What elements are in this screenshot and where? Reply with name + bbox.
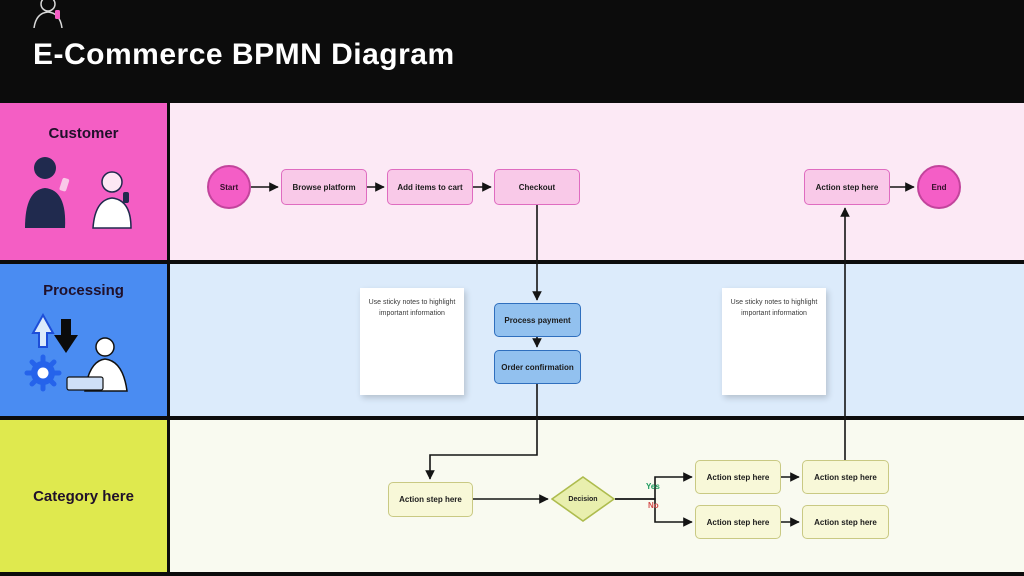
task-checkout[interactable]: Checkout	[494, 169, 580, 205]
corner-doodle-illustration	[33, 0, 63, 28]
yes-branch-label: Yes	[646, 482, 660, 491]
end-event[interactable]: End	[917, 165, 961, 209]
lane-customer-label-cell: Customer	[0, 103, 170, 260]
page-title: E-Commerce BPMN Diagram	[33, 38, 455, 71]
task-label: Action step here	[814, 472, 877, 482]
no-branch-label: No	[648, 501, 659, 510]
sticky-note-right[interactable]: Use sticky notes to highlight important …	[722, 288, 826, 395]
task-action-yes-1[interactable]: Action step here	[695, 460, 781, 494]
lane-category-title: Category here	[33, 487, 134, 505]
decision-label: Decision	[568, 495, 598, 503]
lane-customer-title: Customer	[48, 125, 119, 142]
lane-category: Category here	[0, 420, 1024, 572]
task-label: Action step here	[706, 472, 770, 482]
lane-processing-body	[170, 264, 1024, 416]
sticky-note-left[interactable]: Use sticky notes to highlight important …	[360, 288, 464, 395]
lane-category-label-cell: Category here	[0, 420, 170, 572]
lane-processing: Processing	[0, 264, 1024, 416]
task-order-confirmation[interactable]: Order confirmation	[494, 350, 581, 384]
task-action-step-category[interactable]: Action step here	[388, 482, 473, 517]
start-event-label: Start	[219, 182, 239, 192]
task-label: Checkout	[518, 182, 556, 192]
task-action-step-customer[interactable]: Action step here	[804, 169, 890, 205]
task-add-items-to-cart[interactable]: Add items to cart	[387, 169, 473, 205]
task-label: Process payment	[504, 315, 571, 325]
sticky-note-text: Use sticky notes to highlight important …	[730, 299, 818, 318]
task-label: Action step here	[399, 495, 462, 504]
task-label: Action step here	[706, 517, 770, 527]
decision-gateway[interactable]: Decision	[550, 476, 616, 522]
task-action-no-2[interactable]: Action step here	[802, 505, 889, 539]
task-browse-platform[interactable]: Browse platform	[281, 169, 367, 205]
customer-illustration	[24, 157, 132, 229]
end-event-label: End	[931, 182, 947, 192]
decision-diamond-shape	[550, 476, 616, 522]
task-process-payment[interactable]: Process payment	[494, 303, 581, 337]
task-action-no-1[interactable]: Action step here	[695, 505, 781, 539]
task-label: Action step here	[815, 182, 879, 192]
task-action-yes-2[interactable]: Action step here	[802, 460, 889, 494]
task-label: Order confirmation	[501, 362, 574, 372]
lane-processing-title: Processing	[43, 282, 124, 299]
header: E-Commerce BPMN Diagram	[0, 0, 1024, 103]
start-event[interactable]: Start	[207, 165, 251, 209]
sticky-note-text: Use sticky notes to highlight important …	[368, 299, 456, 318]
task-label: Browse platform	[292, 182, 356, 192]
processing-illustration	[24, 312, 128, 392]
task-label: Action step here	[814, 517, 877, 527]
task-label: Add items to cart	[397, 182, 463, 192]
lane-processing-label-cell: Processing	[0, 264, 170, 416]
